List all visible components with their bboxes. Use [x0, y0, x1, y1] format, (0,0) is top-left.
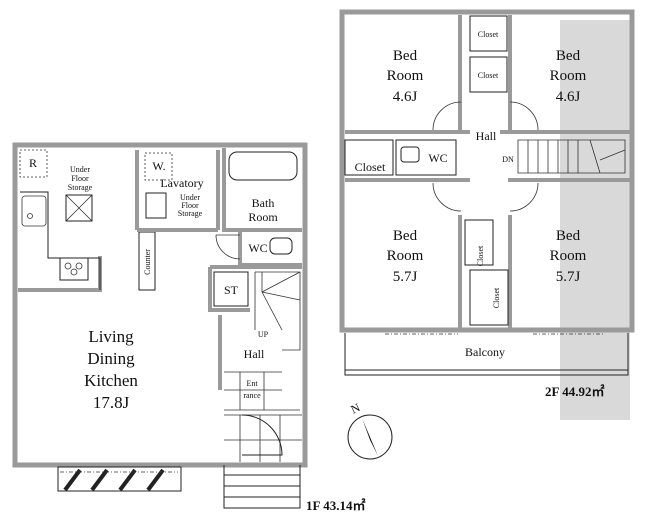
- compass-ring: [347, 414, 393, 460]
- bedroom-area: 5.7J: [556, 269, 581, 285]
- toilet-icon: [269, 237, 293, 255]
- storage-label: ST: [224, 283, 239, 297]
- stairs-down-label: DN: [502, 155, 514, 164]
- sink-icon: [21, 195, 47, 227]
- burner-icon: [70, 268, 78, 276]
- entrance-tiles: [224, 371, 300, 411]
- under-floor-storage-label: Storage: [178, 209, 203, 218]
- washer-label: W.: [152, 159, 165, 173]
- burner-icon: [64, 262, 72, 270]
- floor-1-plan: R Under Floor Storage Counter W. Lavator…: [12, 142, 365, 513]
- hall-label: Hall: [476, 129, 497, 143]
- staircase: [254, 271, 301, 351]
- under-floor-storage-label: Under: [70, 165, 90, 174]
- storage-closet: [213, 271, 249, 307]
- burner-icon: [75, 262, 83, 270]
- washer-space: [144, 152, 173, 181]
- floor-1-area: 1F 43.14㎡: [306, 498, 365, 513]
- hall-label: Hall: [244, 347, 265, 361]
- ldk-area: 17.8J: [93, 393, 130, 412]
- closet-label: Closet: [476, 245, 485, 266]
- bedroom-label: Bed: [556, 48, 581, 64]
- bath-wall: [222, 148, 302, 232]
- bath-room-label: Bath: [252, 196, 275, 210]
- ldk-label: Living: [88, 327, 134, 346]
- refrigerator-label: R: [29, 156, 37, 170]
- under-floor-storage-label: Floor: [71, 174, 89, 183]
- closet-label: Closet: [478, 30, 499, 39]
- bath-room-label: Room: [248, 210, 278, 224]
- under-floor-storage-label: Under: [180, 193, 200, 202]
- floor-1-outer-wall: [12, 142, 308, 468]
- bedroom-label: Room: [387, 68, 424, 84]
- refrigerator-space: [19, 149, 48, 178]
- balcony-label: Balcony: [465, 345, 505, 359]
- under-floor-storage-label: Storage: [68, 183, 93, 192]
- stove-icon: [59, 257, 89, 281]
- closet: [469, 15, 508, 52]
- floor-2-interior-walls: [345, 15, 630, 328]
- lavatory-wall: [135, 150, 220, 232]
- closet: [469, 269, 509, 326]
- closet: [464, 219, 494, 266]
- wc-label: WC: [428, 151, 447, 165]
- bedroom-label: Bed: [393, 48, 418, 64]
- bedroom-area: 5.7J: [393, 269, 418, 285]
- north-label: N: [348, 400, 362, 416]
- wc-label: WC: [248, 241, 267, 255]
- floor-2-plan: Closet Closet Bed Room 4.6J Bed Room 4.6…: [339, 9, 635, 420]
- under-floor-storage-label: Floor: [181, 201, 199, 210]
- bedroom-doors: [432, 101, 539, 212]
- wc-door: [215, 234, 241, 260]
- counter-label: Counter: [143, 249, 152, 275]
- storage-hatch-icon: [65, 194, 93, 222]
- storage-wall: [208, 265, 302, 312]
- north-compass-icon: N: [347, 400, 393, 460]
- wc-room: [395, 139, 457, 176]
- deck: [57, 466, 182, 492]
- bedroom-label: Room: [550, 248, 587, 264]
- storage-hatch-cross: [65, 194, 93, 222]
- bedroom-label: Bed: [393, 228, 418, 244]
- closet-label: Closet: [355, 160, 386, 174]
- closet-label: Closet: [492, 287, 501, 308]
- front-steps: [223, 465, 301, 509]
- porch-tiles: [224, 414, 302, 462]
- stairs-up-label: UP: [258, 330, 269, 339]
- bedroom-label: Room: [550, 68, 587, 84]
- faucet-icon: [27, 213, 33, 219]
- front-door: [241, 414, 283, 456]
- kitchen-counter: [20, 191, 101, 290]
- ldk-label: Kitchen: [84, 371, 138, 390]
- closet: [469, 56, 508, 93]
- entrance-label: rance: [243, 391, 261, 400]
- staircase: [517, 139, 626, 174]
- lavatory-label: Lavatory: [160, 176, 203, 190]
- entrance-label: Ent: [246, 379, 258, 388]
- closet: [344, 139, 394, 176]
- bathtub-icon: [228, 151, 298, 181]
- bedroom-area: 4.6J: [393, 89, 418, 105]
- floor-2-area: 2F 44.92㎡: [545, 384, 604, 399]
- wash-basin-icon: [145, 192, 167, 219]
- deck-hatching: [63, 468, 165, 492]
- floor-2-outer-wall: [339, 9, 635, 333]
- scan-shadow: [560, 20, 630, 420]
- bedroom-area: 4.6J: [556, 89, 581, 105]
- bedroom-label: Bed: [556, 228, 581, 244]
- compass-needle: [362, 418, 378, 456]
- closet-label: Closet: [478, 71, 499, 80]
- ldk-label: Dining: [87, 349, 135, 368]
- bedroom-label: Room: [387, 248, 424, 264]
- balcony-rail: [344, 333, 629, 376]
- toilet-icon: [400, 146, 420, 163]
